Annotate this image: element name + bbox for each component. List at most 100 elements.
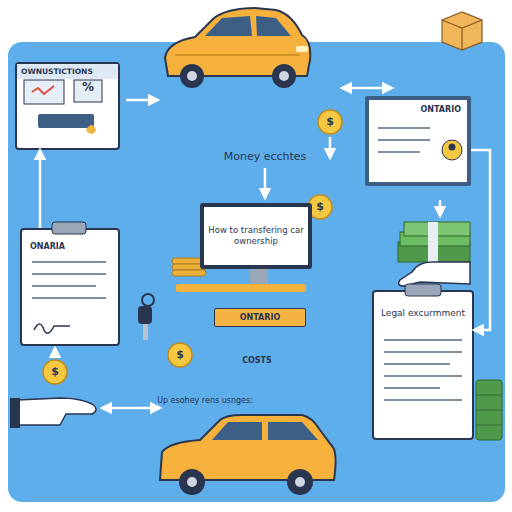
form-clipboard: ONARIA bbox=[20, 228, 120, 346]
dollar-sign: $ bbox=[318, 115, 342, 129]
percent-box bbox=[74, 80, 102, 102]
hand bbox=[399, 262, 470, 286]
node-text: How to transfering car ownership bbox=[208, 225, 304, 246]
bill-stack bbox=[476, 380, 502, 440]
car-window bbox=[268, 422, 318, 440]
panel-bar bbox=[38, 114, 94, 128]
text-line bbox=[32, 273, 106, 275]
section-label: COSTS bbox=[222, 356, 292, 368]
blue-panel bbox=[8, 42, 505, 502]
car-hub bbox=[279, 71, 289, 81]
bill bbox=[404, 222, 470, 236]
monitor-neck bbox=[250, 268, 268, 284]
box-shape bbox=[442, 12, 482, 50]
bill bbox=[400, 232, 470, 246]
text-line bbox=[32, 285, 96, 287]
percent-sign: % bbox=[74, 80, 102, 102]
coin bbox=[318, 110, 342, 134]
check-mark bbox=[32, 86, 54, 94]
text-line bbox=[384, 387, 440, 389]
car-trim bbox=[175, 54, 300, 56]
flow-arrow bbox=[126, 99, 158, 102]
caption-note: Up esohey rens usnges: bbox=[120, 396, 290, 408]
dollar-sign: $ bbox=[308, 200, 332, 214]
legal-clipboard: Legal excurmment bbox=[372, 290, 474, 440]
text-line bbox=[378, 151, 420, 153]
text-line bbox=[378, 139, 430, 141]
text-line bbox=[384, 351, 462, 353]
bill bbox=[398, 242, 470, 262]
key-fob bbox=[138, 306, 152, 324]
car-body bbox=[165, 8, 310, 76]
car-window bbox=[212, 422, 262, 440]
monitor-screen: How to transfering car ownership bbox=[200, 203, 312, 269]
money-band bbox=[428, 222, 438, 262]
flow-arrow bbox=[329, 137, 332, 158]
node-text: Legal excurmment bbox=[381, 308, 465, 319]
province-tag: ONTARIO bbox=[214, 308, 306, 327]
stack-line bbox=[476, 425, 502, 426]
flow-arrow bbox=[342, 87, 392, 90]
flow-arrow bbox=[54, 348, 57, 358]
signature bbox=[34, 324, 70, 333]
seal-figure bbox=[449, 144, 456, 151]
coin bbox=[168, 343, 192, 367]
node-text: ONTARIO bbox=[421, 105, 461, 115]
coin bbox=[43, 360, 67, 384]
node-text: ONTARIO bbox=[240, 313, 280, 323]
suv-car bbox=[160, 415, 336, 495]
stack-line bbox=[476, 410, 502, 411]
text-line bbox=[384, 339, 462, 341]
text-line bbox=[384, 363, 450, 365]
clip bbox=[52, 222, 86, 234]
text-line bbox=[384, 399, 462, 401]
monitor-shelf bbox=[176, 284, 306, 292]
car-wheel bbox=[287, 469, 313, 495]
flow-connector bbox=[39, 150, 42, 228]
car-body bbox=[160, 415, 336, 480]
text-line bbox=[32, 297, 106, 299]
bill-stack-body bbox=[476, 380, 502, 440]
box-edge bbox=[442, 20, 482, 50]
car-window bbox=[205, 16, 252, 36]
seal bbox=[442, 140, 462, 160]
text-line bbox=[378, 127, 430, 129]
car-wheel bbox=[179, 469, 205, 495]
text-line bbox=[32, 261, 106, 263]
flow-arrow bbox=[264, 168, 267, 198]
node-text: OWNUSTICTIONS bbox=[17, 64, 118, 79]
car-keys bbox=[138, 294, 154, 340]
flow-note: Money ecchtes bbox=[210, 150, 320, 164]
checklist-panel: OWNUSTICTIONS bbox=[15, 62, 120, 150]
coin-layer bbox=[172, 270, 206, 276]
flow-connector bbox=[471, 150, 490, 330]
car-wheel bbox=[272, 64, 296, 88]
hand bbox=[18, 398, 96, 425]
text-line bbox=[384, 375, 462, 377]
parcel-icon bbox=[442, 12, 482, 50]
car-headlight bbox=[296, 46, 308, 52]
node-text: ONARIA bbox=[30, 242, 65, 252]
car-hub bbox=[187, 477, 197, 487]
dollar-sign: $ bbox=[168, 348, 192, 362]
car-window bbox=[256, 16, 291, 36]
key-blade bbox=[143, 324, 148, 340]
car-hub bbox=[295, 477, 305, 487]
sedan-car bbox=[165, 8, 310, 88]
flow-arrow bbox=[439, 200, 442, 216]
form-box bbox=[24, 80, 64, 104]
money-stack bbox=[398, 222, 470, 262]
key-ring bbox=[142, 294, 154, 306]
car-hub bbox=[187, 71, 197, 81]
pen-icon bbox=[86, 125, 96, 134]
car-wheel bbox=[180, 64, 204, 88]
flow-arrow bbox=[102, 407, 160, 410]
stack-line bbox=[476, 395, 502, 396]
ownership-certificate: ONTARIO bbox=[365, 96, 471, 186]
dollar-sign: $ bbox=[43, 365, 67, 379]
clip bbox=[405, 284, 441, 296]
